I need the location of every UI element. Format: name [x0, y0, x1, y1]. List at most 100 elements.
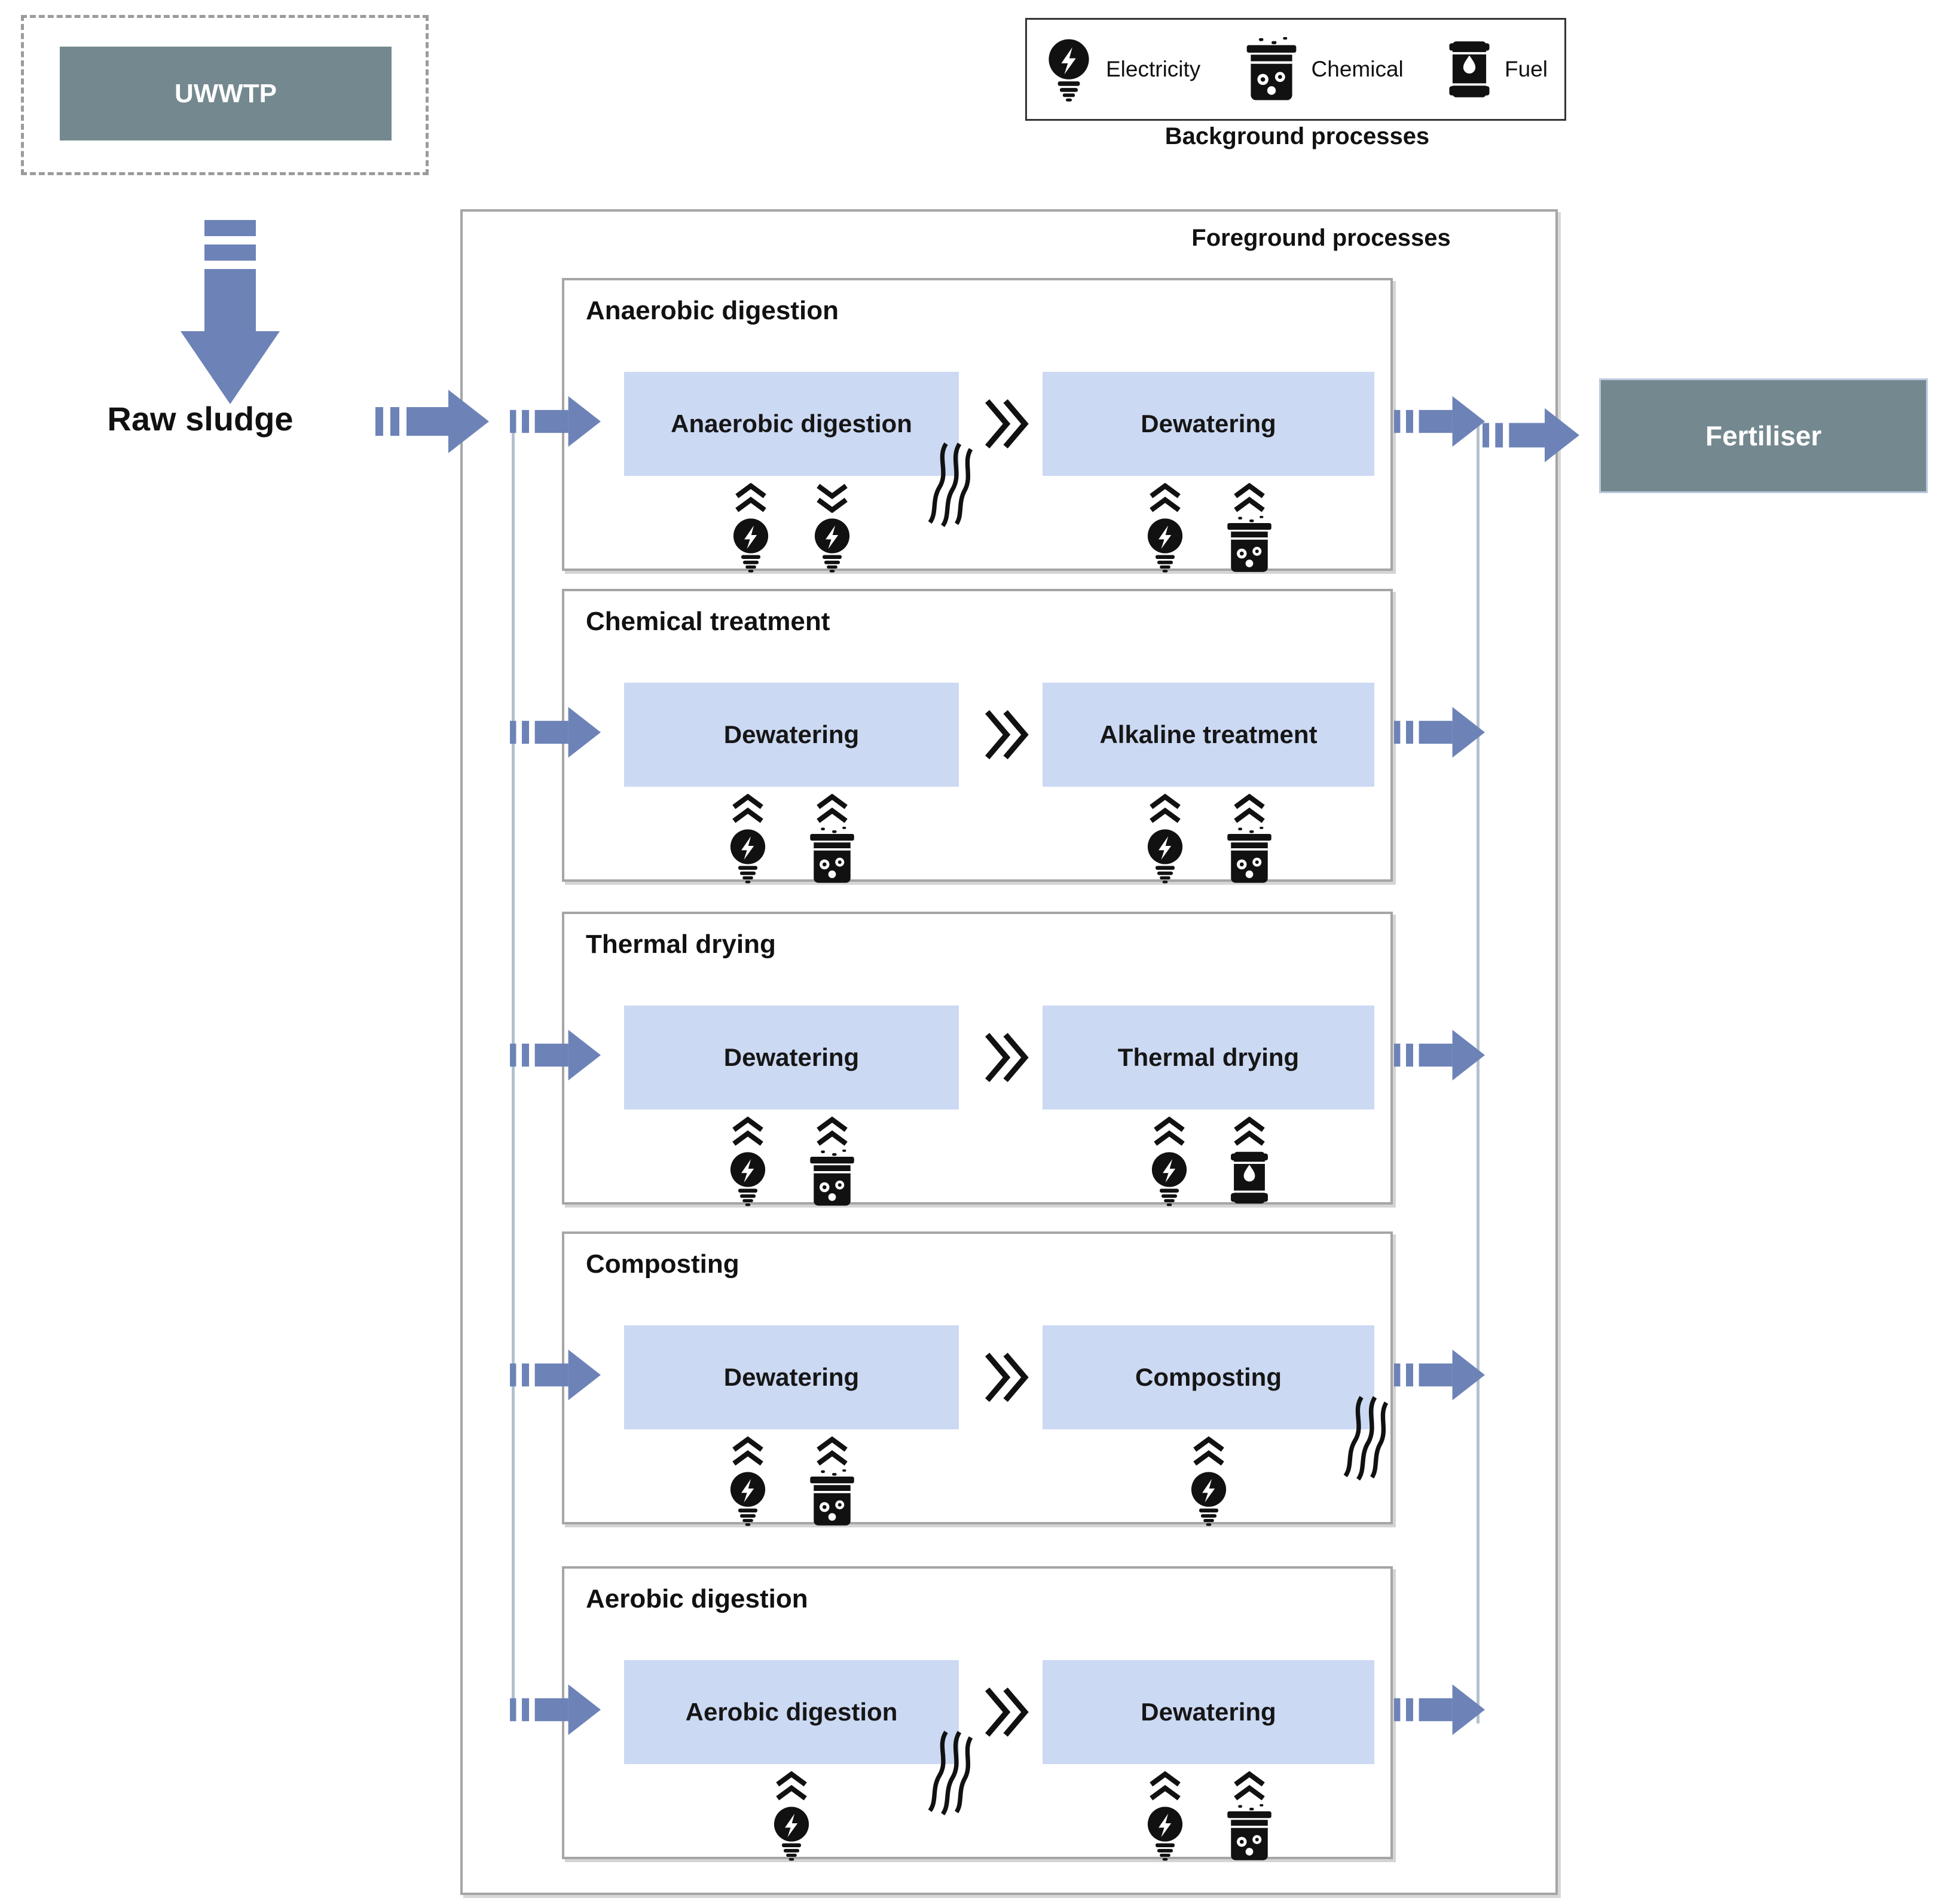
process-step: Dewatering — [624, 1006, 959, 1206]
electricity-icon — [730, 1152, 766, 1206]
raw-sludge-arrow — [375, 390, 489, 453]
electricity-icon — [730, 829, 766, 884]
electricity-input — [1186, 1437, 1231, 1527]
electricity-icon — [774, 1807, 809, 1861]
fertiliser-arrow — [1483, 408, 1579, 463]
process-step: Composting — [1043, 1325, 1374, 1526]
chevron-up-icon — [1190, 1437, 1227, 1466]
group-title: Anaerobic digestion — [586, 296, 839, 325]
fuel-icon — [1449, 41, 1490, 97]
legend-label: Fuel — [1505, 57, 1548, 81]
input-icons — [624, 794, 959, 884]
input-icons — [624, 483, 959, 573]
legend-item-electricity: Electricity — [1044, 35, 1200, 103]
electricity-input — [1147, 1117, 1192, 1207]
electricity-icon — [1147, 518, 1182, 573]
input-icons — [624, 1117, 959, 1207]
chemical-icon — [1227, 1804, 1271, 1860]
input-icons — [624, 1437, 959, 1527]
process-box: Dewatering — [1043, 372, 1374, 476]
input-arrow-5 — [510, 1684, 601, 1735]
input-arrow-1 — [510, 396, 601, 447]
fuel-icon — [1230, 1151, 1268, 1204]
chemical-input — [806, 794, 858, 884]
process-box: Dewatering — [1043, 1660, 1374, 1764]
group-composting: Composting Dewatering Composting — [562, 1231, 1393, 1527]
chevron-up-icon — [729, 1437, 766, 1466]
electricity-icon — [1147, 829, 1182, 884]
uwwtp-box: UWWTP — [60, 47, 392, 140]
group-thermal-drying: Thermal drying Dewatering Thermal drying — [562, 912, 1393, 1206]
chemical-input — [1224, 794, 1275, 884]
input-icons — [1043, 1771, 1374, 1862]
chevron-right-icon — [983, 396, 1031, 451]
process-box: Thermal drying — [1043, 1006, 1374, 1110]
chevron-down-icon — [814, 483, 851, 513]
input-arrow-4 — [510, 1349, 601, 1401]
chemical-icon — [810, 1150, 854, 1206]
fertiliser-box: Fertiliser — [1599, 378, 1928, 493]
legend-box: Electricity Chemical Fuel — [1025, 18, 1566, 121]
electricity-icon — [1147, 1807, 1182, 1861]
process-step: Dewatering — [624, 683, 959, 884]
chevron-up-icon — [773, 1771, 810, 1801]
input-arrow-3 — [510, 1029, 601, 1081]
chemical-input — [1224, 483, 1275, 573]
electricity-icon — [814, 518, 850, 573]
process-step: Anaerobic digestion — [624, 372, 959, 573]
chevron-up-icon — [1231, 1771, 1268, 1801]
chevron-right-icon — [983, 1350, 1031, 1405]
process-step: Aerobic digestion — [624, 1660, 959, 1861]
electricity-input — [1142, 1771, 1188, 1862]
electricity-icon — [733, 518, 769, 573]
electricity-input — [725, 794, 771, 884]
electricity-input — [725, 1117, 771, 1207]
output-collector-line — [1477, 417, 1480, 1723]
output-arrow-2 — [1394, 707, 1485, 758]
chevron-right-icon — [983, 707, 1031, 762]
background-processes-caption: Background processes — [1164, 123, 1430, 149]
group-title: Composting — [586, 1249, 739, 1279]
group-anaerobic-digestion: Anaerobic digestion Anaerobic digestion … — [562, 278, 1393, 573]
legend-item-fuel: Fuel — [1446, 38, 1548, 100]
electricity-icon — [1191, 1472, 1226, 1526]
chemical-icon — [810, 827, 854, 883]
group-title: Aerobic digestion — [586, 1584, 808, 1613]
chevron-right-icon — [983, 1685, 1031, 1740]
raw-sludge-label: Raw sludge — [107, 400, 294, 438]
input-icons — [624, 1771, 959, 1862]
chemical-input — [1224, 1771, 1275, 1862]
input-icons — [1043, 1437, 1374, 1527]
down-striped-arrow — [181, 220, 280, 404]
chemical-icon — [1227, 516, 1271, 572]
chemical-icon — [810, 1469, 854, 1526]
electricity-icon — [730, 1472, 766, 1526]
chevron-up-icon — [1231, 794, 1268, 824]
chevron-up-icon — [1231, 483, 1268, 513]
chemical-icon — [1227, 827, 1271, 883]
chemical-icon — [1246, 37, 1296, 100]
output-arrow-3 — [1394, 1029, 1485, 1081]
electricity-icon — [1049, 39, 1089, 102]
process-step: Dewatering — [1043, 372, 1374, 573]
chevron-up-icon — [1147, 794, 1184, 824]
input-arrow-2 — [510, 707, 601, 758]
group-aerobic-digestion: Aerobic digestion Aerobic digestion Dewa… — [562, 1566, 1393, 1861]
legend-item-chemical: Chemical — [1243, 37, 1404, 102]
foreground-processes-caption: Foreground processes — [1191, 225, 1451, 251]
chevron-up-icon — [814, 1437, 851, 1466]
group-title: Thermal drying — [586, 930, 776, 959]
electricity-icon — [1151, 1152, 1187, 1206]
process-box: Aerobic digestion — [624, 1660, 959, 1764]
legend-label: Chemical — [1311, 57, 1404, 81]
chevron-up-icon — [814, 794, 851, 824]
electricity-input — [1142, 794, 1188, 884]
chevron-up-icon — [729, 794, 766, 824]
output-arrow-1 — [1394, 396, 1485, 447]
legend-label: Electricity — [1106, 57, 1201, 81]
process-step: Thermal drying — [1043, 1006, 1374, 1206]
fertiliser-label: Fertiliser — [1705, 420, 1822, 451]
process-box: Composting — [1043, 1325, 1374, 1429]
process-step: Dewatering — [1043, 1660, 1374, 1861]
